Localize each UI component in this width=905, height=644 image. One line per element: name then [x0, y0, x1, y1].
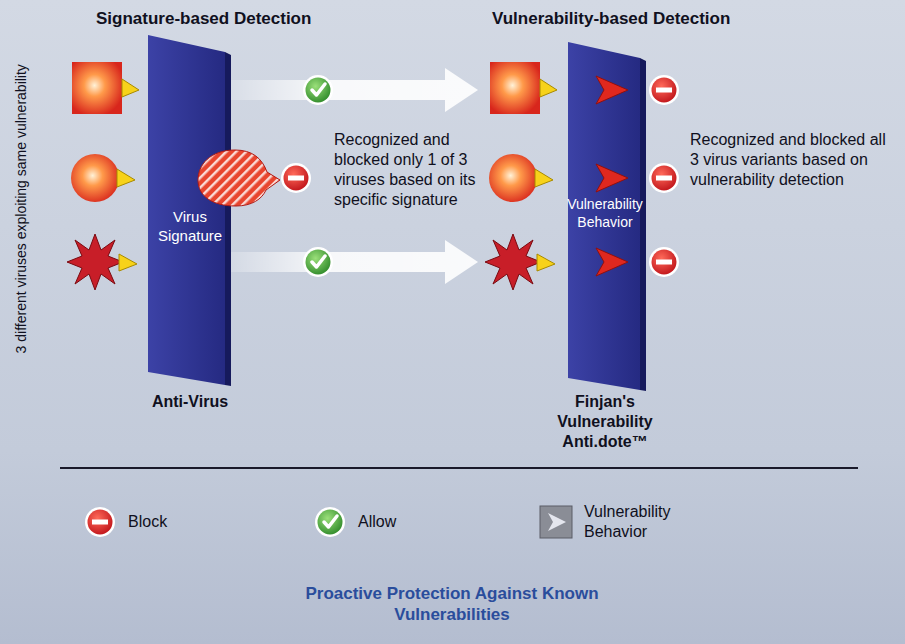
legend-text: Block: [128, 512, 228, 532]
legend-block-icon: [85, 507, 115, 537]
result-note: Recognized and blocked all 3 virus varia…: [690, 130, 890, 190]
section-heading: Signature-based Detection: [96, 8, 346, 29]
wall-region: Vulnerability BehaviorFinjan's Vulnerabi…: [535, 30, 675, 465]
wall-inner-label: Virus Signature: [144, 208, 236, 246]
wall-inner-label: Vulnerability Behavior: [559, 196, 651, 231]
section-heading: Vulnerability-based Detection: [492, 8, 782, 29]
wall-heading: Anti-Virus: [120, 392, 260, 412]
side-note: 3 different viruses exploiting same vuln…: [13, 29, 31, 389]
caption: Proactive Protection Against Known Vulne…: [302, 583, 602, 626]
legend-text: Allow: [358, 512, 458, 532]
legend-allow-icon: [315, 507, 345, 537]
legend-vulnerability-icon: [540, 506, 572, 538]
result-note: Recognized and blocked only 1 of 3 virus…: [334, 130, 484, 210]
wall-heading: Finjan's Vulnerability Anti.dote™: [535, 392, 675, 452]
legend-text: Vulnerability Behavior: [584, 502, 704, 542]
wall-region: Virus SignatureAnti-Virus: [120, 30, 260, 460]
